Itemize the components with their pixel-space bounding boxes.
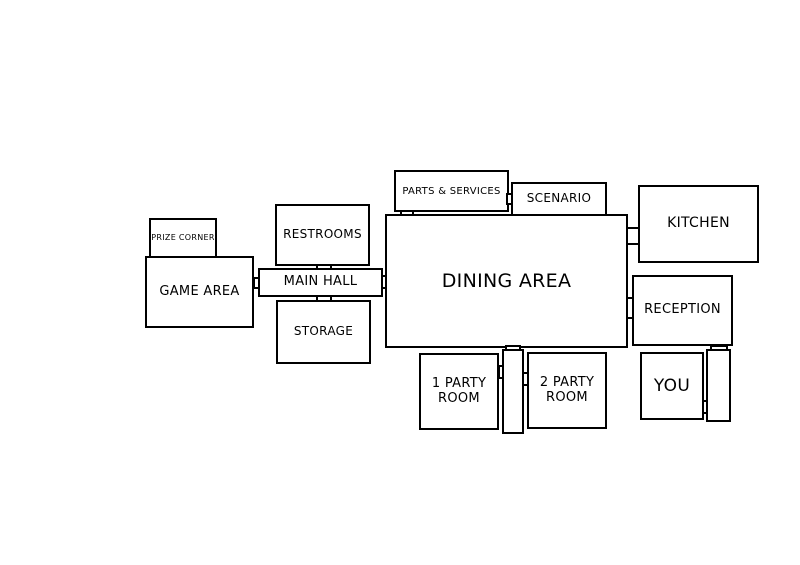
room-label-line-2: ROOM [546, 389, 588, 405]
room-label: YOU [653, 375, 691, 396]
hallway-you[interactable] [706, 349, 731, 422]
room-label-group: 1 PARTY ROOM [431, 376, 487, 406]
room-label-line-1: 2 PARTY [539, 375, 595, 391]
door-parts-scenario [506, 193, 513, 205]
door-mainhall-dining [381, 275, 387, 289]
door-parts-dining [400, 210, 414, 216]
room-restrooms[interactable]: RESTROOMS [275, 204, 370, 266]
door-game-mainhall [253, 277, 260, 289]
room-you[interactable]: YOU [640, 352, 704, 420]
room-label: PRIZE CORNER [151, 232, 215, 242]
door-dining-kitchen [626, 227, 640, 245]
room-label: KITCHEN [667, 215, 730, 232]
door-dining-reception [626, 297, 634, 319]
room-label-group: 2 PARTY ROOM [539, 375, 595, 405]
room-label: SCENARIO [526, 191, 592, 206]
room-label: PARTS & SERVICES [402, 185, 501, 197]
door-partyhall-party2 [522, 372, 529, 386]
room-label: RECEPTION [644, 302, 721, 318]
door-party1-hall [498, 365, 504, 379]
room-label: DINING AREA [441, 269, 572, 292]
door-restrooms-mainhall [316, 264, 332, 270]
room-label: GAME AREA [159, 283, 240, 299]
room-label-line-1: 1 PARTY [431, 376, 487, 392]
room-dining-area[interactable]: DINING AREA [385, 214, 628, 348]
room-main-hall[interactable]: MAIN HALL [258, 268, 383, 297]
room-reception[interactable]: RECEPTION [632, 275, 733, 346]
room-label: RESTROOMS [283, 227, 362, 242]
door-you-youhall [702, 400, 708, 414]
room-kitchen[interactable]: KITCHEN [638, 185, 759, 263]
door-mainhall-storage [316, 295, 332, 302]
door-dining-partyhall [505, 345, 521, 351]
room-label: MAIN HALL [283, 274, 358, 290]
room-prize-corner[interactable]: PRIZE CORNER [149, 218, 217, 258]
room-game-area[interactable]: GAME AREA [145, 256, 254, 328]
room-parts-services[interactable]: PARTS & SERVICES [394, 170, 509, 212]
room-label: STORAGE [293, 324, 354, 339]
room-party-room-1[interactable]: 1 PARTY ROOM [419, 353, 499, 430]
hallway-party-rooms[interactable] [502, 349, 524, 434]
room-storage[interactable]: STORAGE [276, 300, 371, 364]
room-label-line-2: ROOM [438, 390, 480, 406]
room-scenario[interactable]: SCENARIO [511, 182, 607, 216]
room-party-room-2[interactable]: 2 PARTY ROOM [527, 352, 607, 429]
door-reception-youhall [710, 345, 728, 351]
